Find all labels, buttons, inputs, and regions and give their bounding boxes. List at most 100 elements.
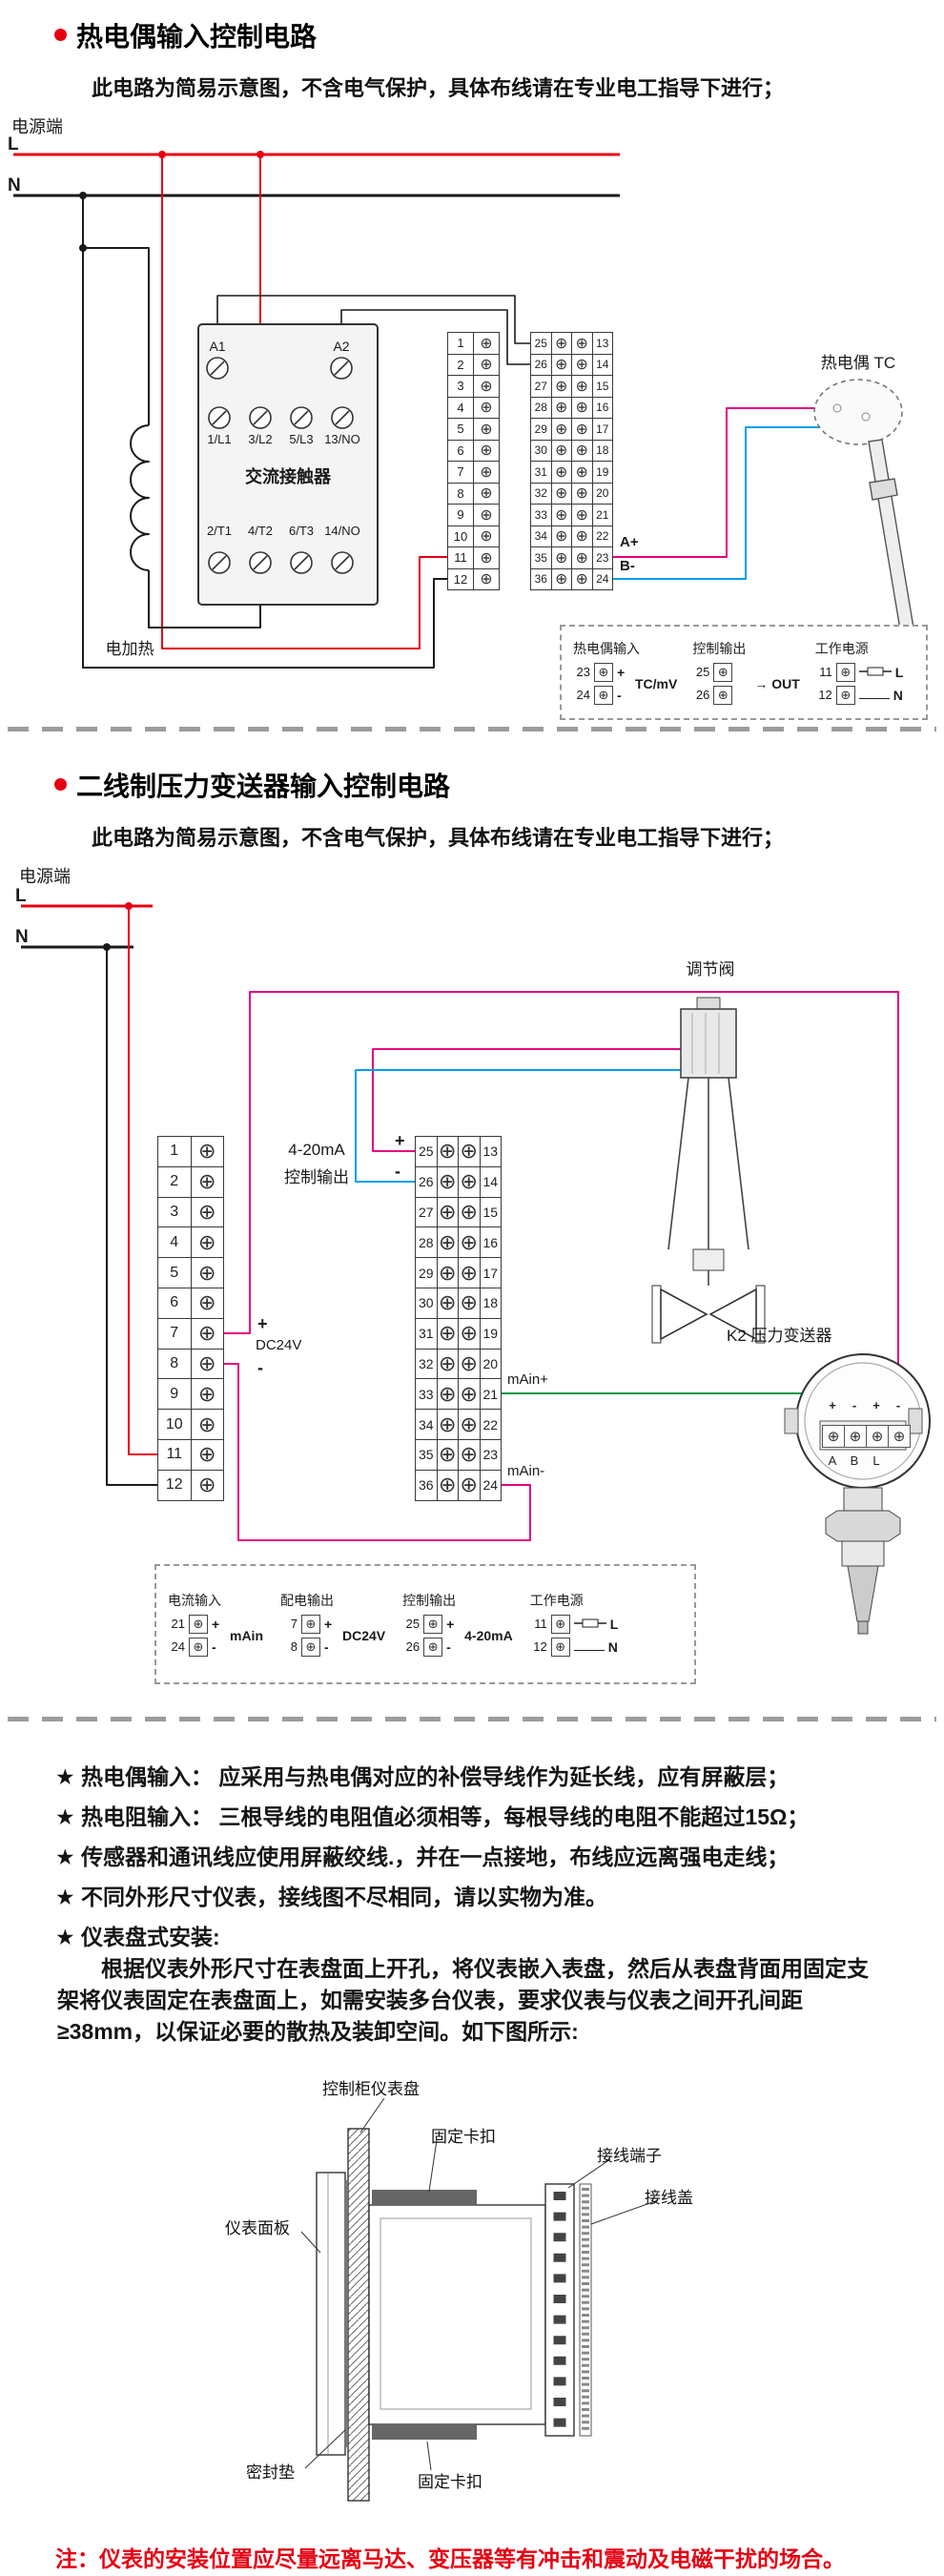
section-separator (8, 1717, 936, 1721)
terminal-screw: ⊕ (301, 1637, 320, 1657)
wire-dc24v-plus (223, 991, 899, 1428)
terminal-number: 25 (695, 665, 710, 679)
terminal-screw: ⊕ (551, 397, 572, 419)
contactor-a2-label: A2 (333, 339, 350, 354)
wire-coil-a1 (216, 295, 530, 358)
transmitter-polarity-sign: + (829, 1398, 836, 1412)
terminal-screw: ⊕ (572, 333, 593, 355)
dc24v-minus-sign: - (257, 1358, 263, 1377)
control-output-label-line2: 控制输出 (284, 1168, 349, 1186)
transmitter-terminal-letter: A (828, 1453, 837, 1468)
install-label-clip-bottom: 固定卡扣 (418, 2473, 482, 2491)
terminal-screw: ⊕ (474, 376, 500, 398)
wire-valve-minus (355, 1069, 681, 1183)
install-fixing-clip-top (372, 2190, 477, 2205)
terminal-number: 8 (290, 1639, 298, 1654)
terminal-number: 18 (592, 440, 613, 462)
transmitter-polarity-sign: - (852, 1398, 857, 1412)
terminal-screw: ⊕ (437, 1258, 459, 1288)
terminal-number: 30 (416, 1288, 438, 1319)
legend-group-body: 23⊕+24⊕-TC/mV (573, 661, 677, 707)
legend-row: 24⊕- (168, 1636, 221, 1659)
terminal-number: 12 (448, 568, 474, 590)
transmitter-terminal-letter: B (850, 1453, 859, 1468)
terminal-number: 27 (416, 1197, 438, 1228)
contactor-term-label: 4/T2 (247, 524, 273, 538)
junction-dot (103, 943, 111, 951)
terminal-screw: ⊕ (572, 526, 593, 547)
terminal-screw: ⊕ (474, 462, 500, 484)
terminal-screw: ⊕ (459, 1379, 481, 1411)
terminal-number: 13 (480, 1137, 502, 1167)
terminal-number: 36 (531, 568, 552, 590)
terminal-number: 35 (416, 1439, 438, 1471)
terminal-number: 7 (290, 1617, 298, 1631)
terminal-screw: ⊕ (551, 354, 572, 376)
terminal-screw: ⊕ (459, 1410, 481, 1440)
terminal-screw: ⊕ (191, 1258, 224, 1288)
terminal-number: 22 (592, 526, 613, 547)
contactor-term-label: 13/NO (324, 432, 360, 446)
contactor-term-label: 3/L2 (248, 432, 273, 446)
legend-row: 25⊕ (692, 661, 746, 684)
terminal-screw: ⊕ (191, 1197, 224, 1228)
transmitter-hex-nut (825, 1510, 901, 1542)
terminal-number: 7 (158, 1318, 192, 1350)
legend-rows: 25⊕+26⊕- (402, 1613, 456, 1659)
valve-motor-hatch (691, 1013, 720, 1074)
legend-row: 8⊕- (280, 1636, 334, 1659)
install-label-gasket: 密封垫 (246, 2463, 295, 2482)
terminal-screw: ⊕ (474, 547, 500, 569)
contactor-term-label: 14/NO (324, 524, 360, 538)
terminal-screw: ⊕ (572, 397, 593, 419)
terminal-number: 26 (531, 354, 552, 376)
transmitter-polarity-sign: + (872, 1398, 880, 1412)
terminal-number: 33 (531, 505, 552, 526)
install-terminal-strip (544, 2183, 575, 2437)
terminal-number: 15 (480, 1197, 502, 1228)
terminal-number: 17 (592, 419, 613, 441)
legend-rows: 25⊕26⊕ (692, 661, 746, 707)
legend-group-title: 配电输出 (280, 1592, 334, 1608)
terminal-number: 5 (158, 1258, 192, 1288)
line-N-label-1: N (8, 175, 21, 196)
terminal-screw: ⊕ (551, 376, 572, 398)
legend-group-body: 25⊕26⊕→ OUT (692, 661, 800, 707)
junction-dot (79, 192, 87, 199)
section1-bullet (54, 29, 67, 41)
terminal-number: 34 (416, 1410, 438, 1440)
terminal-screw: ⊕ (572, 440, 593, 462)
fuse-icon (573, 1618, 606, 1627)
power-source-label-1: 电源端 (11, 117, 63, 136)
legend-group-title: 控制输出 (402, 1592, 457, 1608)
terminal-screw: ⊕ (572, 547, 593, 569)
terminal-number: 24 (592, 568, 613, 590)
install-paragraph: 根据仪表外形尺寸在表盘面上开孔，将仪表嵌入表盘，然后从表盘背面用固定支架将仪表固… (57, 1956, 869, 2044)
valve-flange-left (651, 1285, 662, 1344)
terminal-number: 11 (534, 1617, 547, 1631)
terminal-screw: ⊕ (459, 1288, 481, 1319)
transmitter-neck (843, 1487, 883, 1512)
legend-tail-label: DC24V (342, 1627, 386, 1643)
terminal-screw: ⊕ (191, 1349, 224, 1380)
terminal-screw: ⊕ (474, 568, 500, 590)
wire-tc-plus (612, 407, 815, 558)
line-L-label-1: L (8, 134, 19, 155)
section2-bullet (54, 778, 67, 791)
valve-bonnet (692, 1248, 725, 1271)
terminal-number: 14 (592, 354, 613, 376)
terminal-screw: ⊕ (474, 483, 500, 505)
contactor-terminal-screw (330, 357, 353, 380)
install-instrument-bezel (316, 2172, 346, 2456)
legend-row: 12⊕N (530, 1636, 620, 1659)
terminal-screw: ⊕ (423, 1637, 443, 1657)
line-L-label-2: L (15, 886, 27, 906)
contactor-terminal-screw (249, 406, 272, 429)
